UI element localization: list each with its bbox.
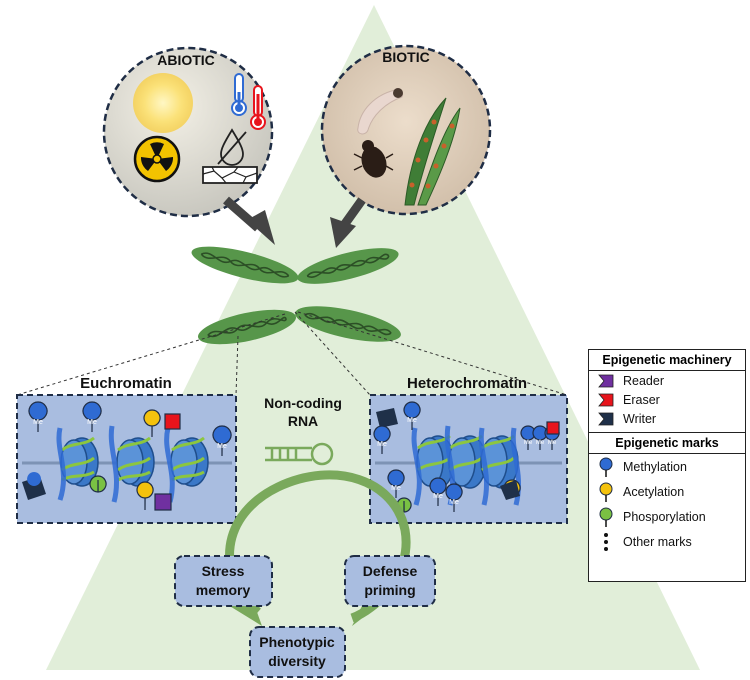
methylation-icon bbox=[589, 454, 623, 479]
svg-text:Phenotypic: Phenotypic bbox=[259, 634, 335, 650]
methylation-mark: Me bbox=[445, 483, 463, 513]
methylation-mark: Me bbox=[403, 401, 421, 431]
methylation-mark: Me bbox=[429, 477, 447, 507]
biotic-label: BIOTIC bbox=[382, 49, 429, 65]
svg-text:memory: memory bbox=[196, 582, 251, 598]
legend-item-writer: Writer bbox=[589, 409, 745, 428]
writer-enzyme bbox=[376, 408, 398, 428]
methylation-mark: Me bbox=[387, 469, 405, 499]
legend-item-phosphorylation: Phosporylation bbox=[589, 504, 745, 529]
biotic-stress-circle: BIOTIC bbox=[320, 44, 492, 216]
thermometer-hot-icon bbox=[250, 85, 266, 130]
legend-machinery-title: Epigenetic machinery bbox=[589, 350, 745, 371]
legend-item-acetylation: Acetylation bbox=[589, 479, 745, 504]
reader-icon bbox=[589, 371, 623, 390]
infected-needle-icon bbox=[404, 97, 461, 206]
sun-icon bbox=[133, 73, 193, 133]
zoom-lines bbox=[16, 311, 568, 396]
methylation-mark: Me bbox=[82, 401, 102, 433]
svg-text:Me: Me bbox=[536, 440, 545, 446]
euchromatin-label: Euchromatin bbox=[80, 375, 172, 392]
ellipsis-icon bbox=[589, 529, 623, 554]
svg-text:Me: Me bbox=[87, 419, 97, 426]
legend: Epigenetic machinery Reader Eraser Write… bbox=[588, 349, 746, 582]
biotic-arrow bbox=[330, 197, 366, 248]
writer-icon bbox=[589, 409, 623, 428]
heterochromatin-panel: Me Me Me Me Me Me Me Me bbox=[369, 394, 568, 524]
svg-text:Me: Me bbox=[449, 499, 459, 506]
heterochromatin-label: Heterochromatin bbox=[407, 375, 527, 392]
methylation-mark: Me bbox=[28, 401, 48, 433]
reader-enzyme bbox=[136, 481, 172, 511]
phenotypic-diversity-box: Phenotypic diversity bbox=[249, 626, 346, 678]
legend-item-methylation: Methylation bbox=[589, 454, 745, 479]
beetle-icon bbox=[353, 140, 394, 178]
abiotic-label: ABIOTIC bbox=[157, 52, 215, 68]
larva-icon bbox=[357, 88, 403, 135]
svg-text:Me: Me bbox=[548, 440, 557, 446]
cracked-soil-icon bbox=[202, 166, 258, 184]
stress-memory-box: Stress memory bbox=[174, 555, 273, 607]
legend-item-reader: Reader bbox=[589, 371, 745, 390]
methylation-mark: Me bbox=[532, 425, 548, 451]
acetylation-icon bbox=[589, 479, 623, 504]
eraser-icon bbox=[589, 390, 623, 409]
thermometer-cold-icon bbox=[231, 73, 247, 116]
euchromatin-panel: Me Me Me bbox=[16, 394, 237, 524]
ncrna-label-line1: Non-coding bbox=[264, 395, 342, 411]
ncrna-icon bbox=[265, 442, 334, 466]
acetylation-mark bbox=[500, 479, 521, 500]
svg-text:Me: Me bbox=[407, 417, 417, 424]
ncrna-label-line2: RNA bbox=[288, 413, 318, 429]
legend-item-eraser: Eraser bbox=[589, 390, 745, 409]
acetylation-mark bbox=[143, 409, 181, 438]
nucleosome bbox=[60, 436, 99, 487]
svg-text:Me: Me bbox=[377, 441, 387, 448]
phosphorylation-mark bbox=[89, 475, 107, 493]
methylation-mark: Me bbox=[544, 421, 560, 451]
svg-text:Me: Me bbox=[524, 440, 533, 446]
svg-text:Stress: Stress bbox=[202, 563, 245, 579]
svg-text:diversity: diversity bbox=[268, 653, 326, 669]
svg-text:Defense: Defense bbox=[363, 563, 418, 579]
radiation-icon bbox=[133, 135, 181, 183]
methylation-mark: Me bbox=[520, 425, 536, 451]
nucleosome bbox=[116, 436, 155, 487]
legend-marks-title: Epigenetic marks bbox=[589, 432, 745, 454]
svg-text:priming: priming bbox=[364, 582, 415, 598]
abiotic-stress-circle: ABIOTIC bbox=[102, 46, 274, 218]
svg-text:Me: Me bbox=[391, 485, 401, 492]
defense-priming-box: Defense priming bbox=[344, 555, 436, 607]
legend-item-other-marks: Other marks bbox=[589, 529, 745, 554]
methylation-mark: Me bbox=[373, 425, 391, 455]
no-water-drop-icon bbox=[217, 128, 247, 166]
methylation-mark: Me bbox=[212, 425, 232, 457]
svg-text:Me: Me bbox=[33, 419, 43, 426]
phosphorylation-icon bbox=[589, 504, 623, 529]
svg-text:Me: Me bbox=[433, 493, 443, 500]
nucleosome bbox=[170, 436, 209, 487]
abiotic-arrow bbox=[223, 196, 275, 245]
svg-text:Me: Me bbox=[217, 443, 227, 450]
writer-enzyme bbox=[22, 472, 46, 500]
